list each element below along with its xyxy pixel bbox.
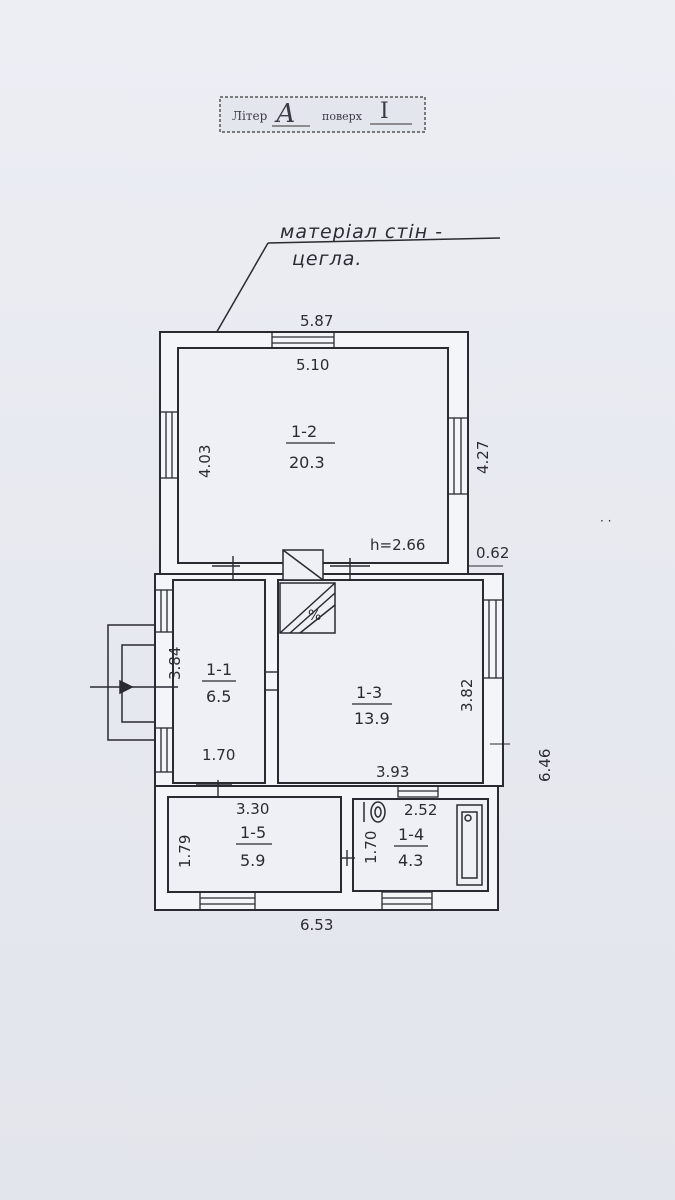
room-1-2-area: 20.3 xyxy=(289,453,325,472)
dim-room13-height: 3.82 xyxy=(458,679,476,712)
dim-room12-right: 4.27 xyxy=(474,441,492,474)
dim-bottom-outer: 6.53 xyxy=(300,916,333,934)
dim-room15-height: 1.79 xyxy=(176,835,194,868)
room-1-4-id: 1-4 xyxy=(398,825,424,844)
windows xyxy=(154,331,504,911)
dim-offset: 0.62 xyxy=(476,544,509,562)
dimension-lines xyxy=(468,565,510,745)
room-1-1-id: 1-1 xyxy=(206,660,232,679)
stamp: Літер А поверх I xyxy=(219,96,426,133)
svg-text:· ·: · · xyxy=(600,514,611,528)
room-labels: 1-2 20.3 1-1 6.5 1-3 13.9 1-5 5.9 1-4 4.… xyxy=(202,422,428,870)
room-1-1-area: 6.5 xyxy=(206,687,231,706)
dim-room11-width: 1.70 xyxy=(202,746,235,764)
dim-room12-left: 4.03 xyxy=(196,445,214,478)
room-1-3-id: 1-3 xyxy=(356,683,382,702)
svg-text:%: % xyxy=(308,608,321,624)
room-1-3-area: 13.9 xyxy=(354,709,390,728)
dim-room14-height: 1.70 xyxy=(362,831,380,864)
entrance-porch xyxy=(90,624,178,741)
stove-symbol: % xyxy=(279,549,336,634)
dim-room13-width: 3.93 xyxy=(376,763,409,781)
dim-top-outer: 5.87 xyxy=(300,312,333,330)
room-1-2-id: 1-2 xyxy=(291,422,317,441)
room-1-5-id: 1-5 xyxy=(240,823,266,842)
stamp-floor-label: поверх xyxy=(322,110,363,123)
dim-room14-width: 2.52 xyxy=(404,801,437,819)
stamp-floor-value: I xyxy=(380,99,389,124)
dimension-labels: 5.87 5.10 4.03 4.27 h=2.66 0.62 3.84 1.7… xyxy=(166,312,554,934)
room-1-4-area: 4.3 xyxy=(398,851,423,870)
room-1-5-area: 5.9 xyxy=(240,851,265,870)
dim-room11-height: 3.84 xyxy=(166,647,184,680)
dim-room15-width: 3.30 xyxy=(236,800,269,818)
dim-ceiling-height: h=2.66 xyxy=(370,536,425,554)
bath-fixtures xyxy=(363,801,483,886)
stamp-letter-value: А xyxy=(274,99,296,129)
dim-top-inner: 5.10 xyxy=(296,356,329,374)
wall-material-line2: цегла. xyxy=(292,248,362,270)
stamp-letter-label: Літер xyxy=(232,109,268,123)
room-1-1 xyxy=(172,579,266,784)
door-marks xyxy=(196,556,370,866)
dim-overall-right: 6.46 xyxy=(536,749,554,782)
wall-material-line1: матеріал стін - xyxy=(280,221,443,243)
wall-material-note: матеріал стін - цегла. xyxy=(214,221,501,336)
